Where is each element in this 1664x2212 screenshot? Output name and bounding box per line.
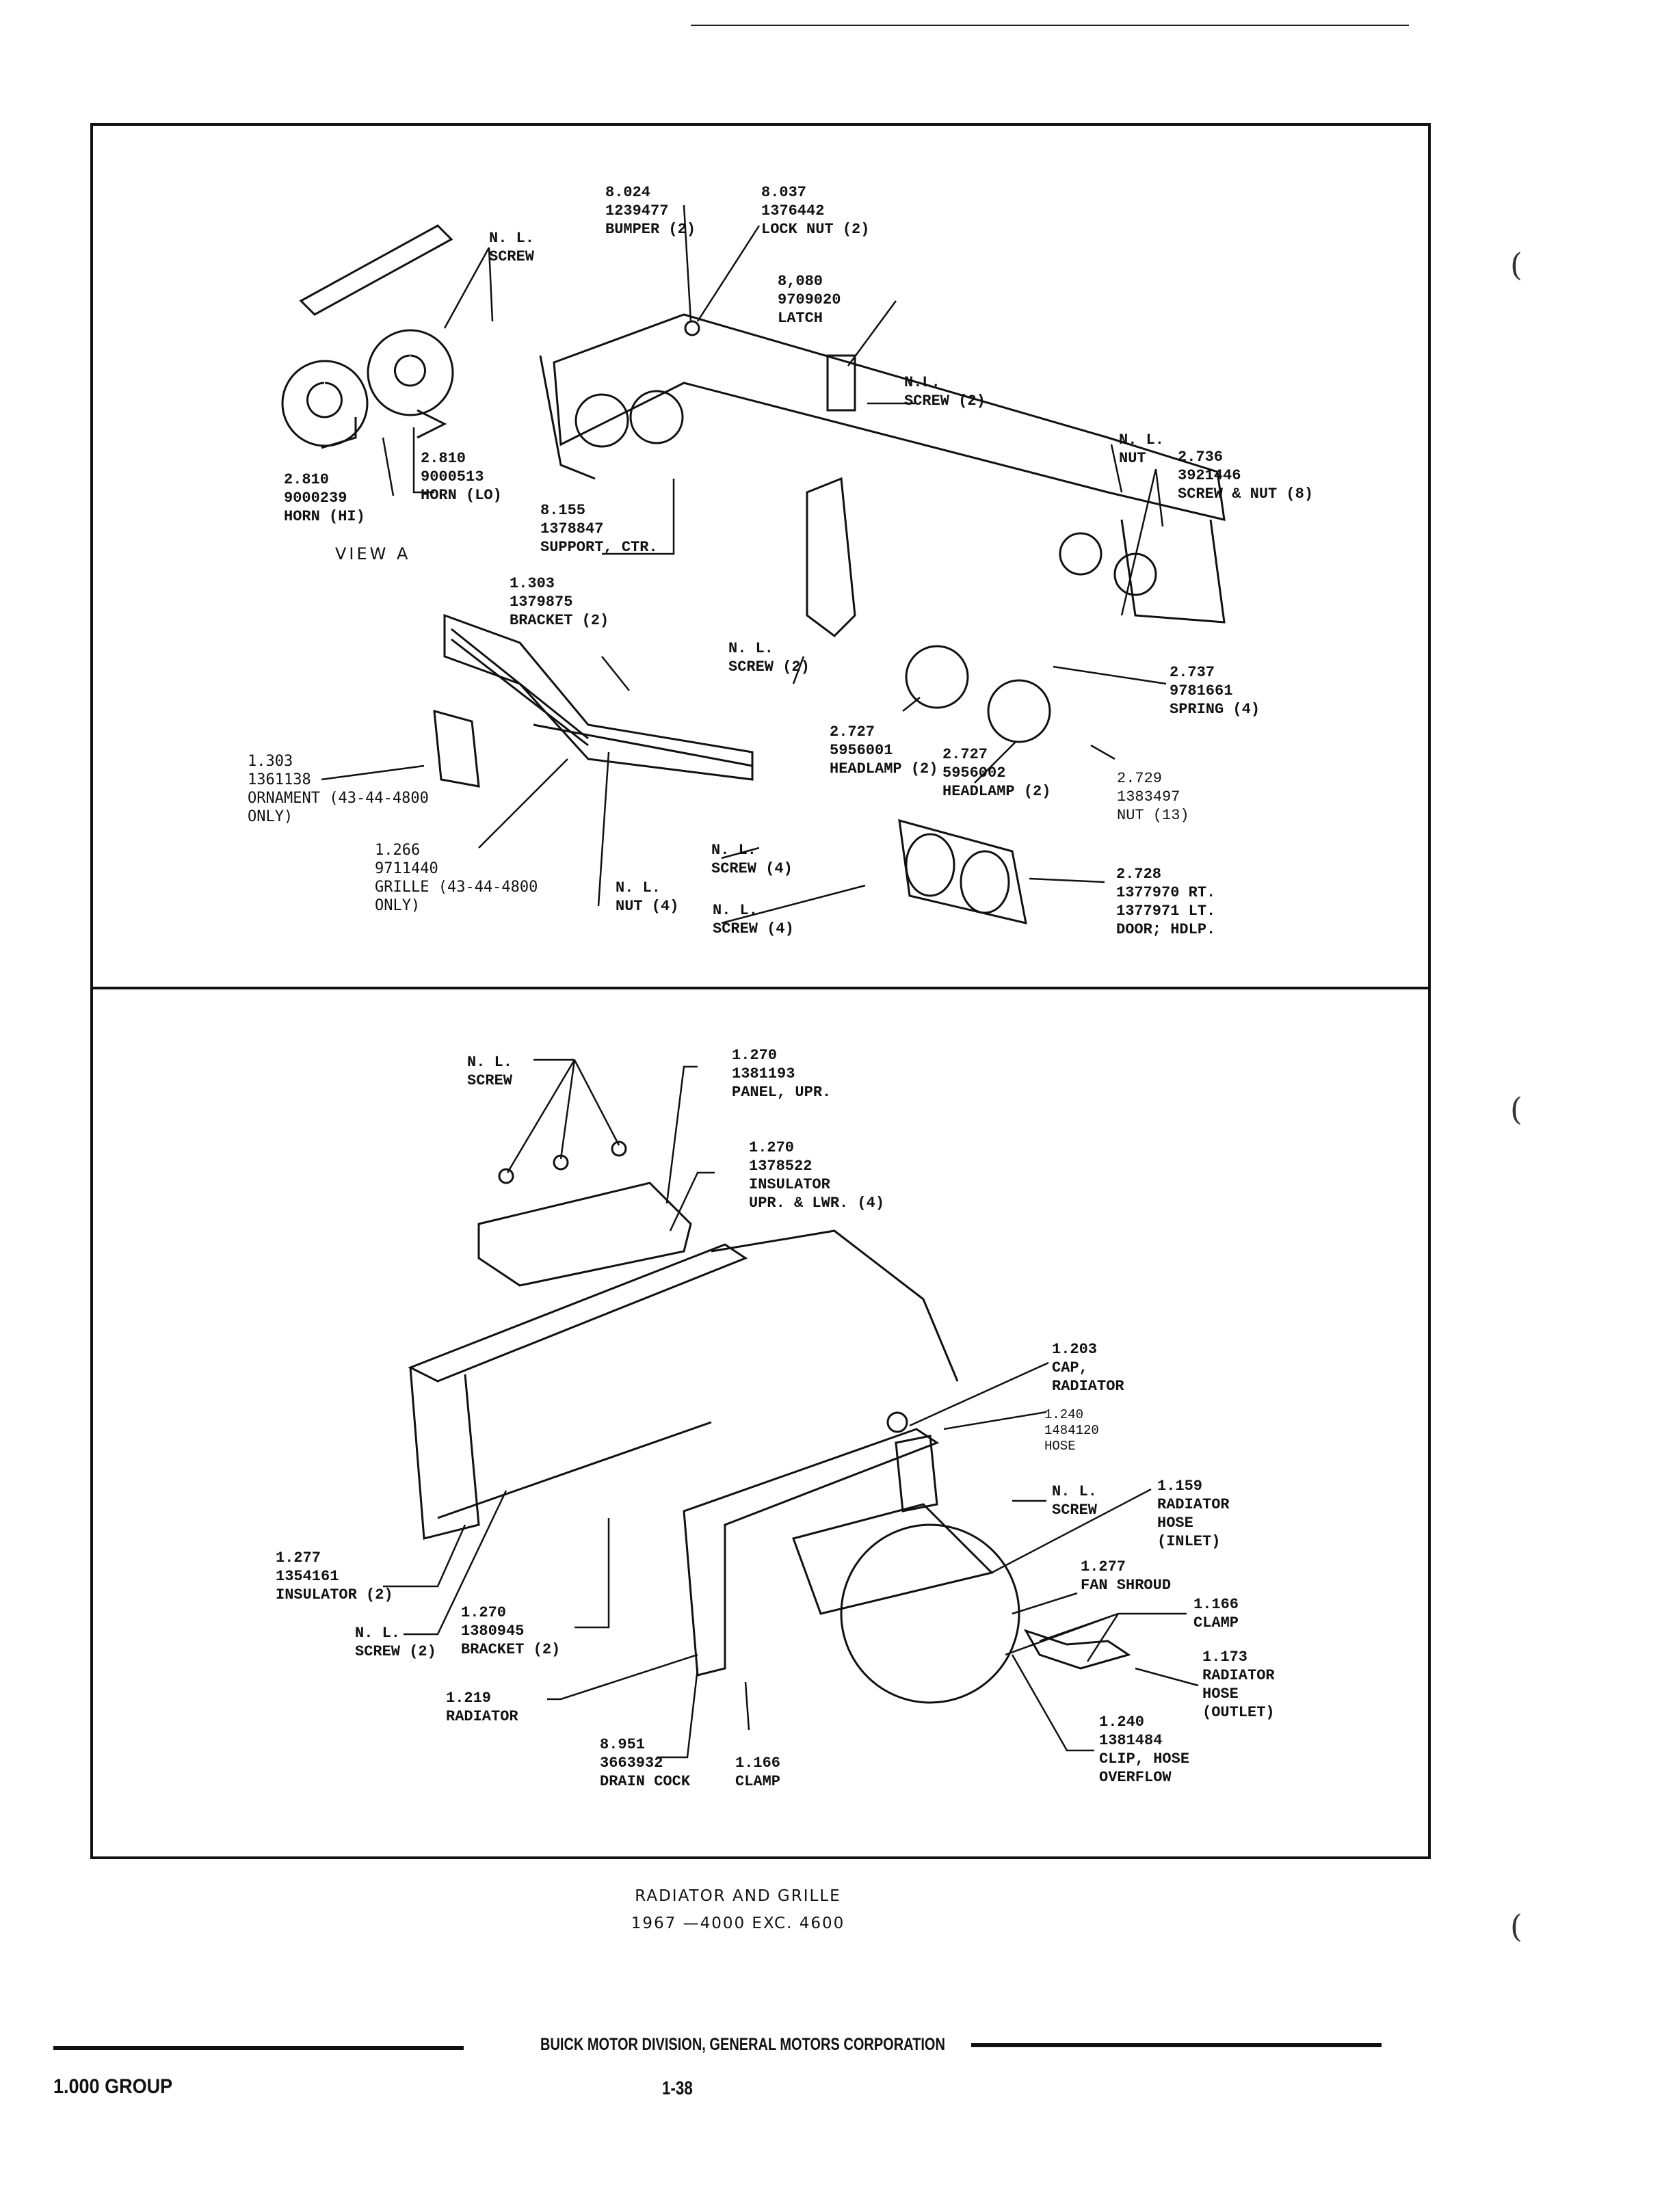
callout-nl-screw-4a: N. L.SCREW (4) — [711, 842, 793, 877]
fan-shroud-icon — [840, 1523, 1020, 1704]
group-label: 1.000 GROUP — [53, 2075, 173, 2098]
callout-nl-screw-4b: N. L.SCREW (4) — [713, 902, 794, 937]
radiator-support-upper — [408, 1243, 748, 1383]
radiator-cap-icon — [886, 1411, 908, 1433]
view-a-label: VIEW A — [335, 544, 411, 563]
figure-title: RADIATOR AND GRILLE — [635, 1887, 841, 1905]
callout-nl-screw-horn: N. L.SCREW — [489, 230, 535, 265]
upper-panel-icon — [477, 1182, 692, 1287]
callout-nl-screw-shroud: N. L.SCREW — [1052, 1483, 1098, 1519]
radiator-hose-outlet-icon — [1023, 1629, 1131, 1670]
footer-rule-right — [971, 2043, 1382, 2047]
callout-nl-screw-2: N. L.SCREW (2) — [355, 1625, 436, 1660]
punch-mark: ( — [1510, 1091, 1522, 1128]
callout-nl-screw-bracket: N. L.SCREW (2) — [728, 640, 810, 676]
radiator-support — [553, 313, 1226, 521]
punch-mark: ( — [1510, 246, 1522, 283]
horn-lo-icon — [367, 329, 454, 416]
latch-icon — [826, 354, 856, 412]
grille-icon — [443, 613, 754, 781]
horn-bracket — [299, 224, 453, 316]
figure-subtitle: 1967 —4000 EXC. 4600 — [631, 1915, 845, 1932]
callout-nl-nut-4: N. L.NUT (4) — [616, 879, 679, 915]
horn-hi-icon — [281, 360, 369, 447]
bottom-figure-frame — [90, 987, 1431, 1859]
punch-mark: ( — [1510, 1908, 1522, 1945]
top-rule — [691, 25, 1409, 26]
headlamp-icon — [905, 645, 969, 709]
page-number: 1-38 — [662, 2077, 693, 2098]
headlamp-socket-icon — [629, 390, 684, 444]
callout-nl-screw-latch: N.L.SCREW (2) — [904, 374, 986, 410]
publisher-name: BUICK MOTOR DIVISION, GENERAL MOTORS COR… — [540, 2035, 945, 2054]
footer-rule-left — [53, 2046, 464, 2050]
center-support — [806, 477, 856, 637]
callout-nl-screw-panel: N. L.SCREW — [467, 1054, 513, 1089]
ornament-icon — [433, 709, 480, 788]
callout-nl-nut: N. L.NUT — [1119, 431, 1165, 467]
headlamp-icon — [987, 679, 1051, 743]
headlamp-socket-icon — [575, 393, 629, 448]
bumper-icon — [684, 320, 700, 336]
fender-outline — [711, 1229, 959, 1382]
